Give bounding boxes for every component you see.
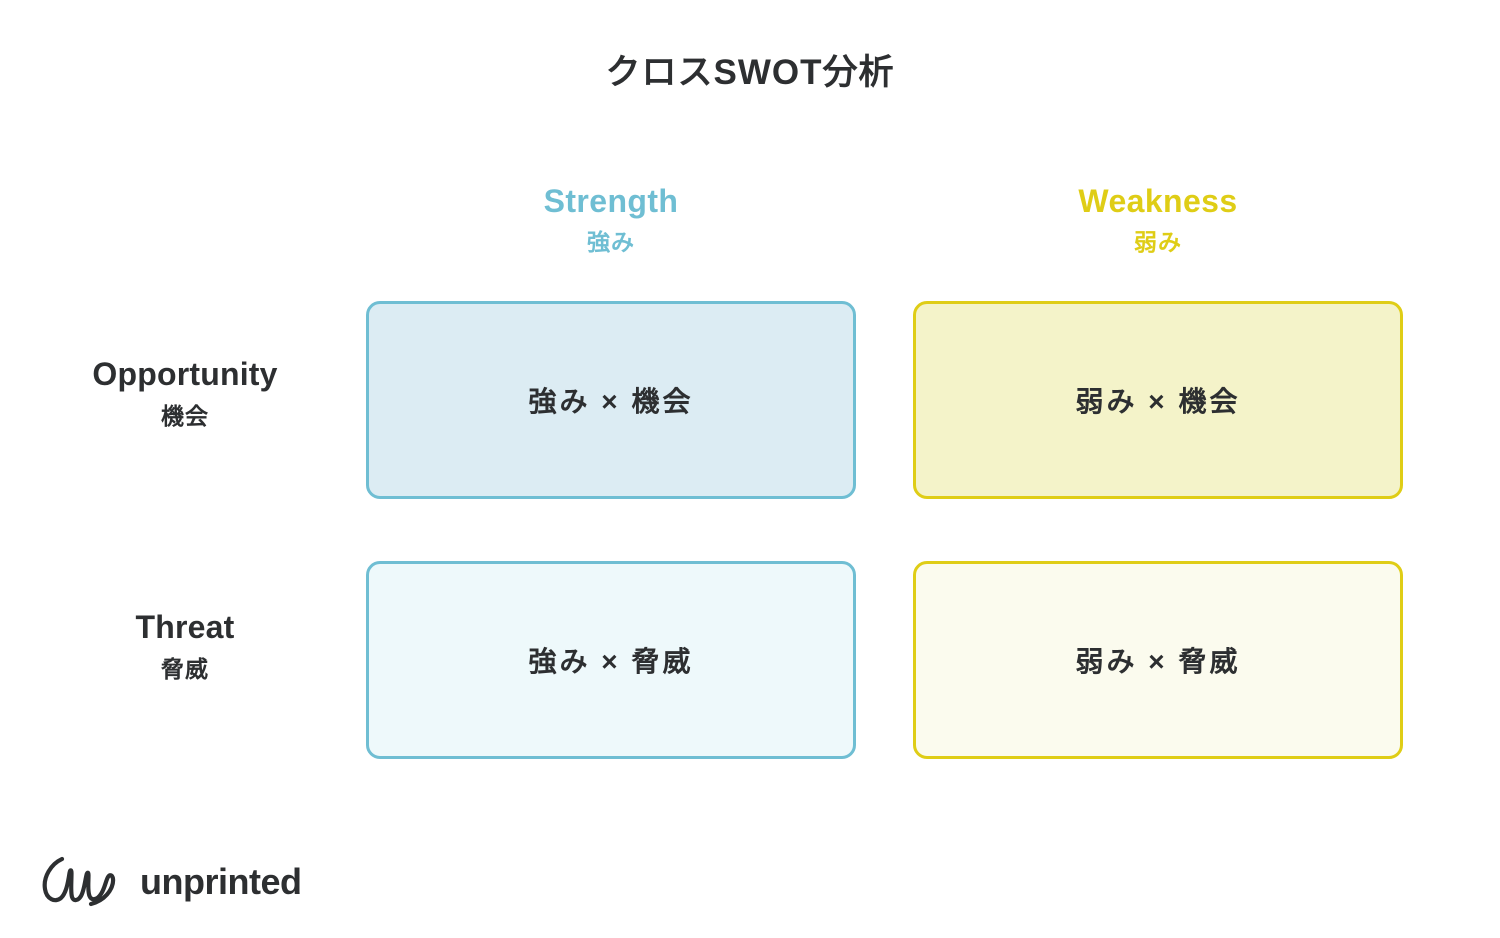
matrix-cell-strength-opportunity-label: 強み × 機会 [528,386,694,417]
row-header-threat-ja: 脅威 [161,656,209,683]
matrix-cell-strength-threat-label: 強み × 脅威 [528,646,694,677]
column-header-weakness-en: Weakness [1078,183,1238,219]
row-header-opportunity: Opportunity 機会 [20,355,350,432]
brand-name: unprinted [140,861,302,902]
matrix-cell-strength-opportunity: 強み × 機会 [366,301,856,499]
row-header-threat: Threat 脅威 [20,608,350,685]
column-header-strength: Strength 強み [366,182,856,258]
column-header-weakness: Weakness 弱み [913,182,1403,258]
matrix-cell-weakness-threat: 弱み × 脅威 [913,561,1403,759]
row-header-opportunity-ja: 機会 [161,403,209,430]
matrix-cell-strength-threat: 強み × 脅威 [366,561,856,759]
column-header-strength-ja: 強み [587,229,635,256]
page-title: クロスSWOT分析 [605,53,895,92]
matrix-cell-weakness-opportunity-label: 弱み × 機会 [1075,386,1241,417]
unprinted-monogram-icon [42,856,116,907]
column-header-weakness-ja: 弱み [1134,229,1182,256]
matrix-cell-weakness-opportunity: 弱み × 機会 [913,301,1403,499]
row-header-opportunity-en: Opportunity [92,356,278,392]
column-header-strength-en: Strength [543,183,679,219]
row-header-threat-en: Threat [135,609,235,645]
brand-logo: unprinted [40,855,302,909]
matrix-cell-weakness-threat-label: 弱み × 脅威 [1075,646,1241,677]
